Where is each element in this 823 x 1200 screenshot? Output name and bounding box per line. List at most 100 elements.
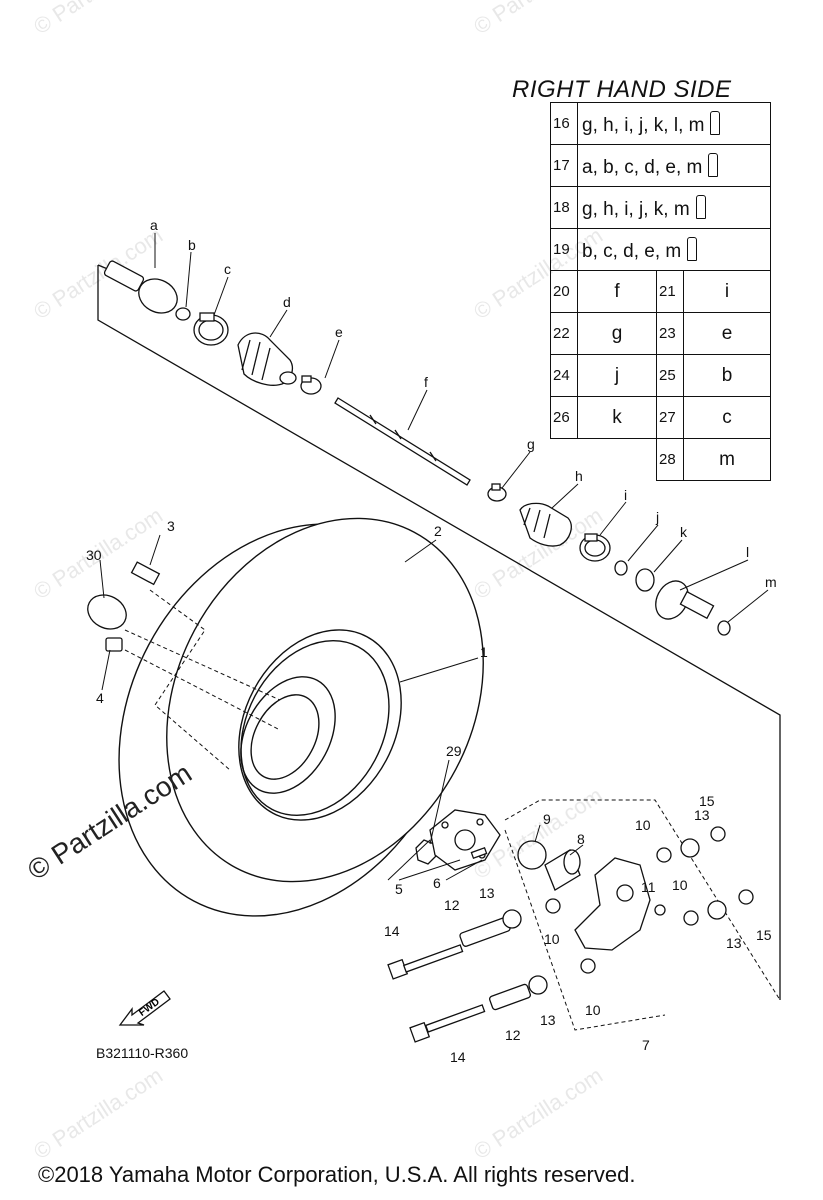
bolt-14b [409, 1004, 486, 1043]
boot-band-c [193, 312, 229, 346]
callout-13b: 13 [540, 1012, 556, 1028]
callout-12b: 12 [505, 1027, 521, 1043]
callout-10c: 10 [544, 931, 560, 947]
empty-cell [551, 439, 578, 481]
callout-g: g [527, 436, 535, 452]
callout-13d: 13 [726, 935, 742, 951]
bushing-10b [683, 910, 699, 926]
circlip-j [614, 560, 628, 576]
valve-cap-4 [105, 637, 123, 652]
grease-tube-icon [695, 194, 706, 219]
row-part-letter: k [577, 396, 657, 439]
callout-4: 4 [96, 690, 104, 706]
washer-13b [528, 975, 548, 995]
callout-l: l [746, 544, 749, 560]
rim-1 [238, 629, 402, 821]
callout-14b: 14 [450, 1049, 466, 1065]
bushing-10c [545, 898, 561, 914]
callout-15b: 15 [756, 927, 772, 943]
hub-parts [87, 561, 754, 1043]
empty-cell [578, 439, 657, 481]
callout-k: k [680, 524, 688, 540]
leader-lines [99, 233, 769, 881]
washer-13c [680, 838, 700, 858]
callout-8: 8 [577, 831, 585, 847]
drive-shaft-parts [103, 260, 731, 636]
callout-b: b [188, 237, 196, 253]
table-row: 17 a, b, c, d, e, m [550, 144, 771, 187]
callout-29: 29 [446, 743, 462, 759]
table-row: 24 j 25 b [550, 354, 771, 397]
bolt-6 [470, 846, 488, 860]
callout-h: h [575, 468, 583, 484]
row-part-letter: g [577, 312, 657, 355]
boot-band-e [300, 375, 322, 395]
callout-6: 6 [433, 875, 441, 891]
callout-15a: 15 [699, 793, 715, 809]
row-part-letter: i [683, 270, 771, 313]
callout-d: d [283, 294, 291, 310]
row-number: 22 [550, 312, 578, 355]
bearing-8 [544, 849, 581, 891]
row-number: 27 [656, 396, 684, 439]
row-parts: b, c, d, e, m [577, 228, 771, 271]
callout-13a: 13 [479, 885, 495, 901]
valve-stem-3 [130, 561, 161, 586]
row-number: 19 [550, 228, 578, 271]
svg-text:© Partzilla.com: © Partzilla.com [469, 1062, 607, 1164]
wheel-cap-30 [87, 594, 127, 630]
wheel [118, 517, 484, 917]
bolt-14a [387, 944, 464, 980]
callout-30: 30 [86, 547, 102, 563]
table-row: 22 g 23 e [550, 312, 771, 355]
svg-text:© Partzilla.com: © Partzilla.com [29, 1062, 167, 1164]
row-number: 25 [656, 354, 684, 397]
callout-5: 5 [395, 881, 403, 897]
row-number: 18 [550, 186, 578, 229]
row-parts: g, h, i, j, k, m [577, 186, 771, 229]
callout-12a: 12 [444, 897, 460, 913]
knuckle-7 [574, 857, 651, 951]
row-number: 20 [550, 270, 578, 313]
drive-shaft-f [334, 397, 471, 486]
callout-2: 2 [434, 523, 442, 539]
boot-band-i [579, 533, 611, 562]
row-parts: a, b, c, d, e, m [577, 144, 771, 187]
fwd-arrow-icon: FWD [118, 990, 171, 1026]
cv-joint-inner-l [655, 580, 715, 620]
callout-9: 9 [543, 811, 551, 827]
callout-f: f [424, 374, 428, 390]
row-number: 16 [550, 102, 578, 145]
callout-a: a [150, 217, 158, 233]
grease-tube-icon [710, 110, 721, 135]
callout-13c: 13 [694, 807, 710, 823]
grease-nipple-11 [654, 904, 666, 916]
row-part-letter: c [683, 396, 771, 439]
row-parts: g, h, i, j, k, l, m [577, 102, 771, 145]
bushing-10d [580, 958, 596, 974]
dashed-guides [124, 589, 781, 1031]
collar-12b [489, 983, 531, 1011]
row-part-letter: j [577, 354, 657, 397]
table-row: 16 g, h, i, j, k, l, m [550, 102, 771, 145]
callout-14a: 14 [384, 923, 400, 939]
circlip-m [717, 620, 731, 636]
grease-tube-icon [687, 236, 698, 261]
callout-c: c [224, 261, 231, 277]
row-part-letter: f [577, 270, 657, 313]
boot-d [237, 332, 297, 386]
table-row: 28 m [551, 438, 771, 481]
row-part-letter: b [683, 354, 771, 397]
washer-13d [707, 900, 727, 920]
table-row: 26 k 27 c [550, 396, 771, 439]
copyright-notice: ©2018 Yamaha Motor Corporation, U.S.A. A… [38, 1162, 636, 1187]
seal-15b [738, 889, 754, 905]
callout-10a: 10 [635, 817, 651, 833]
callout-labels: a b c d e f g h i j k l m 1 2 3 4 5 6 7 … [86, 217, 777, 1065]
callout-i: i [624, 487, 627, 503]
table-row: 19 b, c, d, e, m [550, 228, 771, 271]
right-hand-side-title: RIGHT HAND SIDE [512, 76, 732, 103]
boot-h [519, 502, 572, 547]
svg-text:© Partzilla.com: © Partzilla.com [469, 0, 607, 39]
callout-j: j [655, 509, 659, 525]
